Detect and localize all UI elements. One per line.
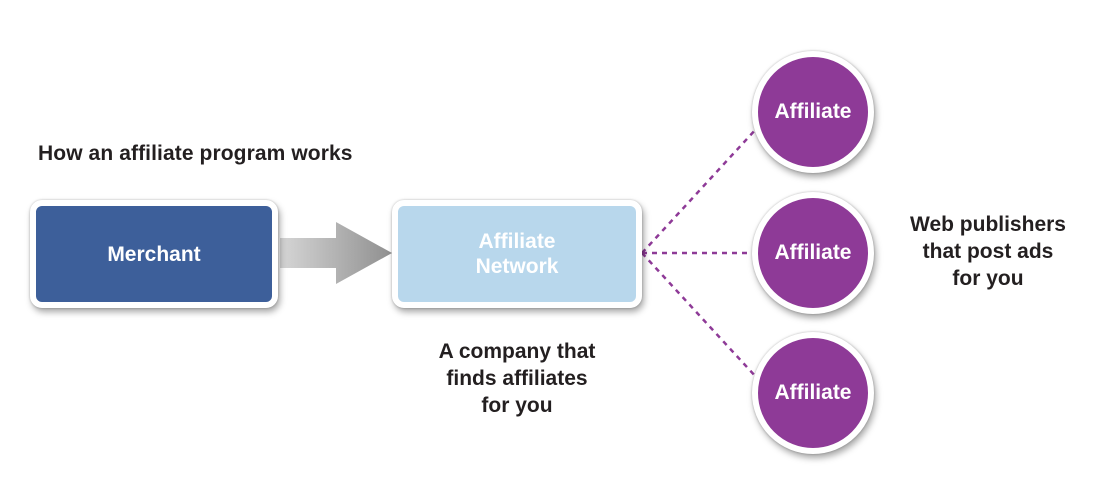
affiliates-caption-line-3: for you: [952, 267, 1024, 290]
connector-line-top: [641, 127, 758, 254]
affiliate-network-label-line-2: Network: [475, 255, 559, 278]
merchant-box: Merchant: [30, 200, 278, 308]
affiliate-network-label: Affiliate Network: [476, 229, 559, 279]
network-caption-line-3: for you: [481, 394, 553, 417]
affiliate-label-3: Affiliate: [774, 381, 852, 404]
affiliate-label-1: Affiliate: [774, 100, 852, 123]
affiliates-caption-line-1: Web publishers: [910, 213, 1066, 236]
affiliates-caption: Web publishers that post ads for you: [890, 211, 1086, 292]
network-caption-line-2: finds affiliates: [446, 367, 588, 390]
affiliate-circle-1: Affiliate: [752, 51, 874, 173]
network-caption-line-1: A company that: [438, 340, 596, 363]
affiliate-circle-3: Affiliate: [752, 332, 874, 454]
connector-line-bottom: [641, 252, 758, 379]
affiliate-label-2: Affiliate: [774, 241, 852, 264]
affiliate-network-label-line-1: Affiliate: [478, 230, 556, 253]
diagram-title: How an affiliate program works: [38, 142, 353, 165]
affiliate-network-caption: A company that finds affiliates for you: [408, 338, 626, 419]
affiliate-network-box: Affiliate Network: [392, 200, 642, 308]
merchant-label: Merchant: [107, 242, 201, 266]
merchant-to-network-arrow: [280, 222, 392, 284]
affiliates-caption-line-2: that post ads: [922, 240, 1054, 263]
affiliate-circle-2: Affiliate: [752, 192, 874, 314]
